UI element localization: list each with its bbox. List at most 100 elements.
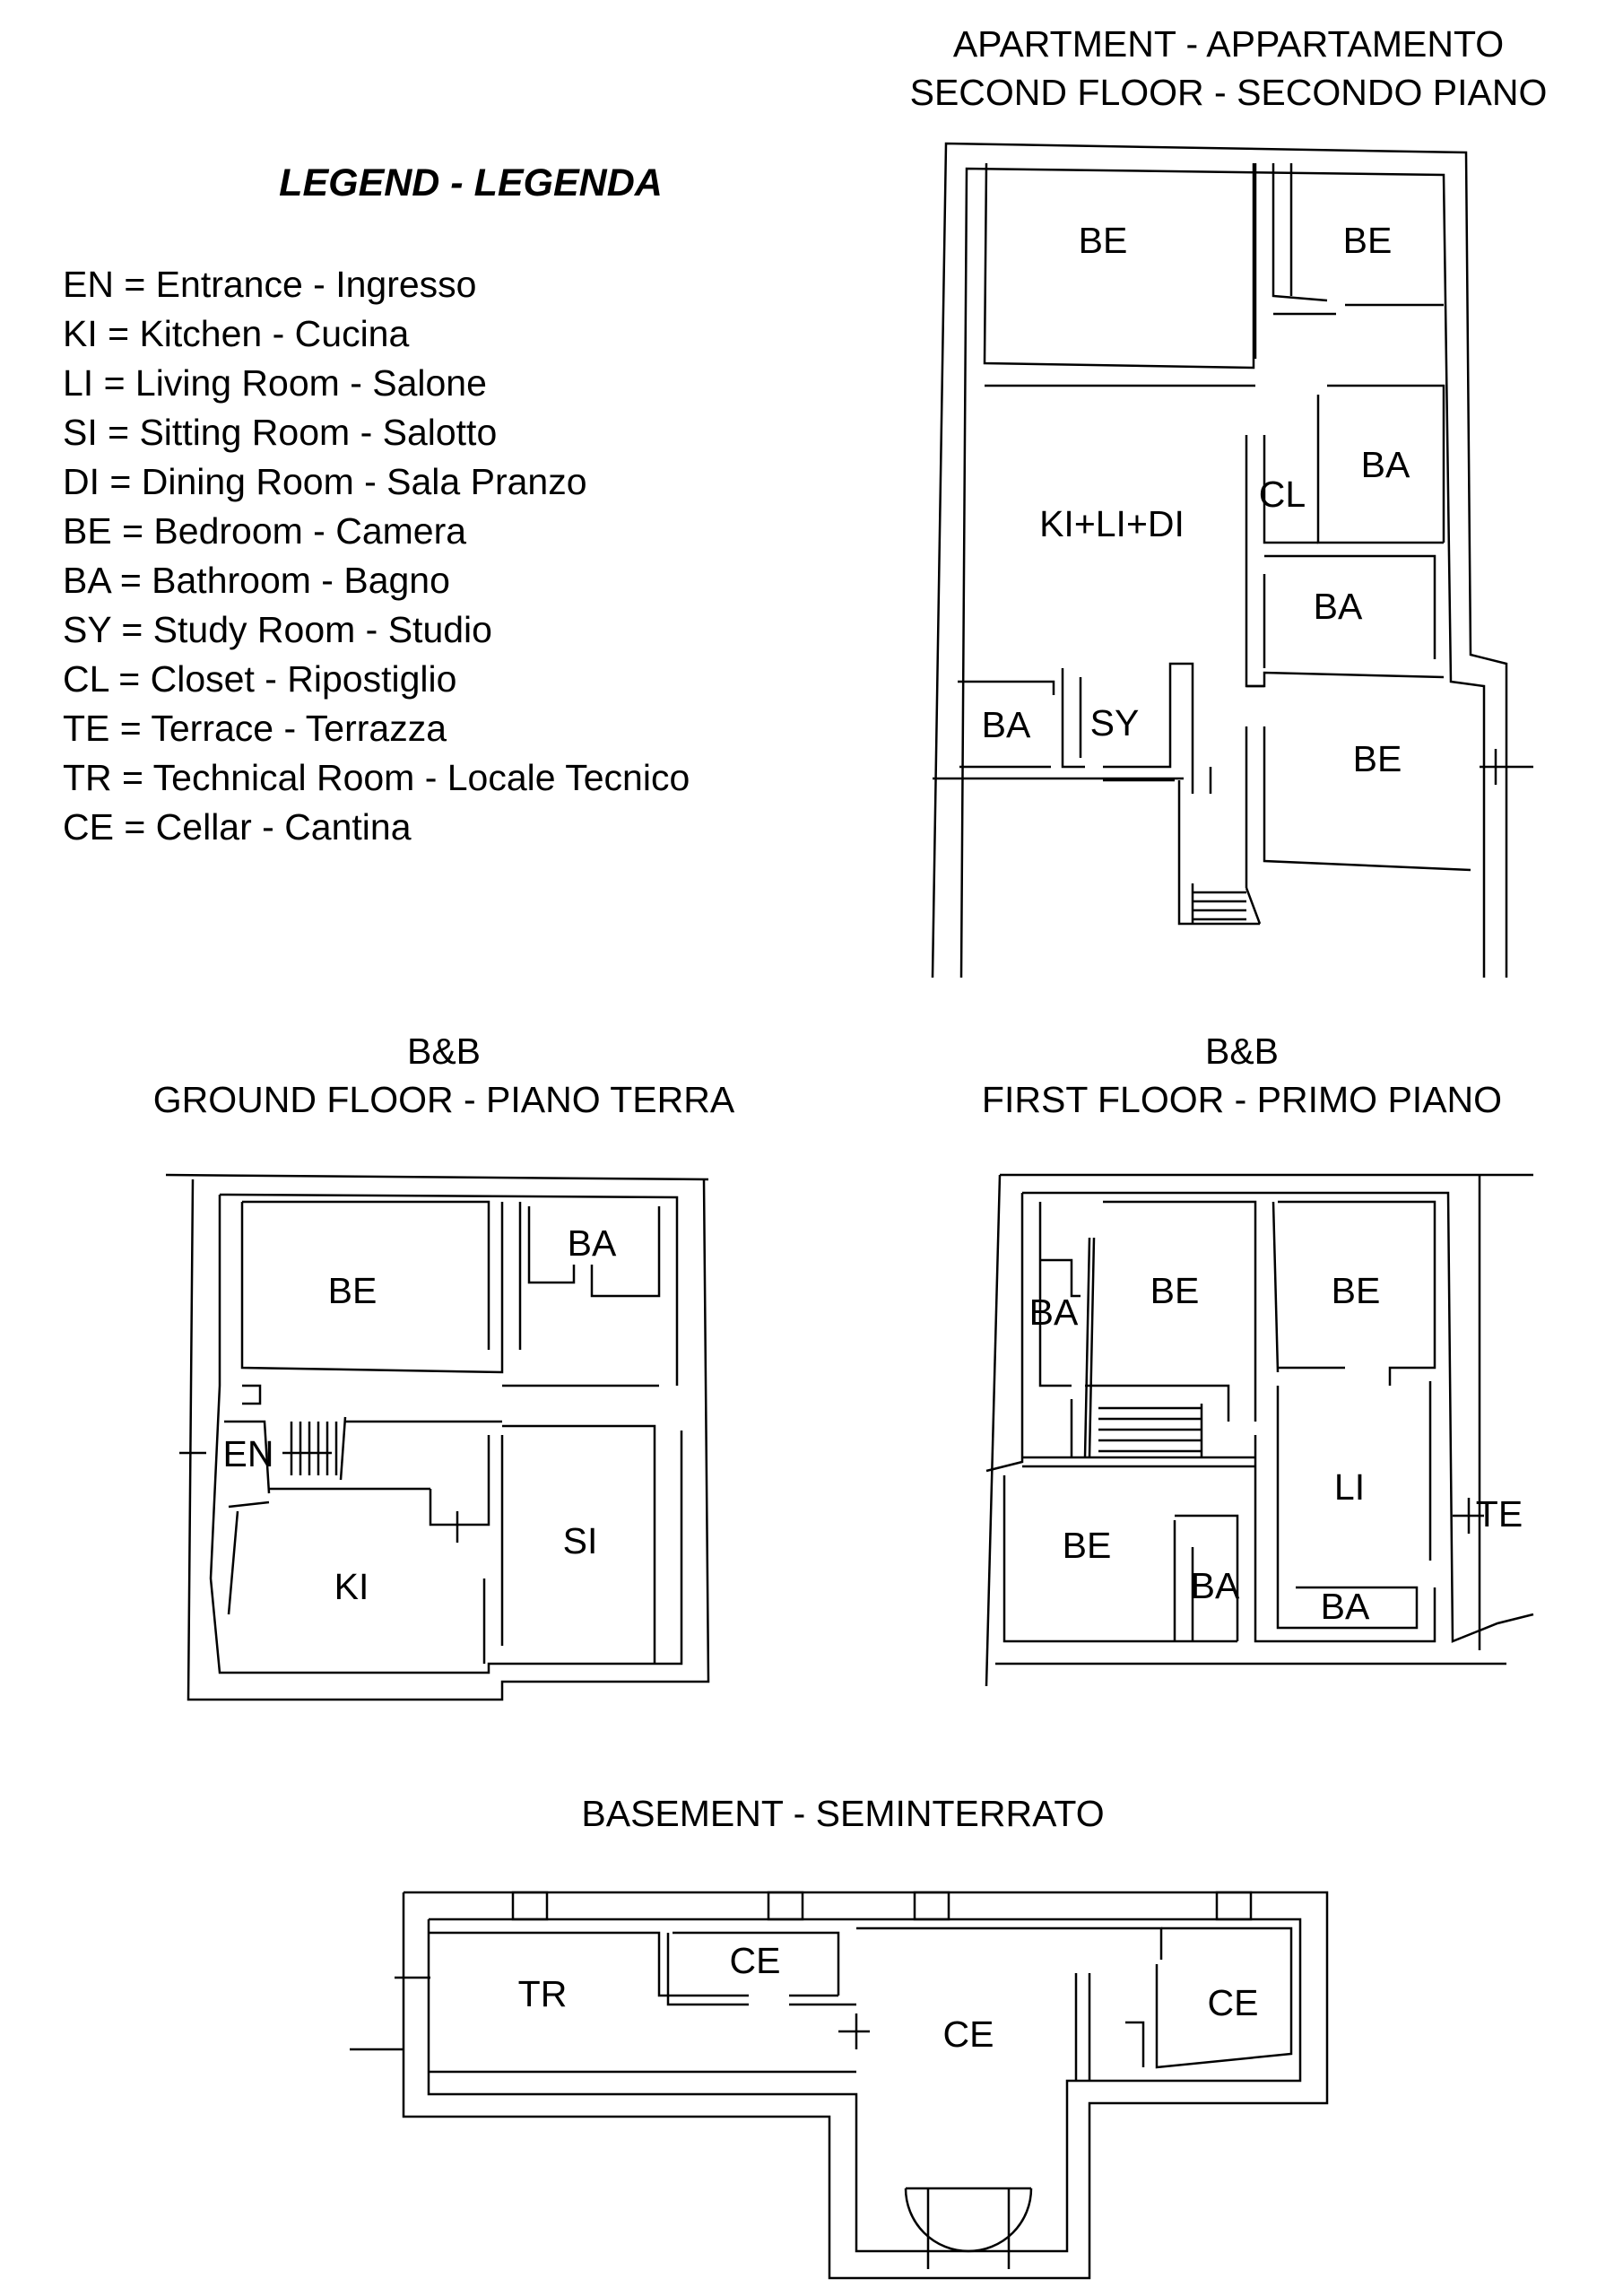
second-floor-title-line1: APARTMENT - APPARTAMENTO	[952, 23, 1505, 65]
basement-window	[1215, 1891, 1253, 1921]
second-floor-room-label: BE	[1353, 738, 1402, 779]
ground-floor-wall	[242, 1200, 490, 1350]
basement-room-label: CE	[730, 1940, 781, 1981]
ground-floor-plan: BE BA EN SI KI	[165, 1173, 710, 1701]
ground-floor-title-line2: GROUND FLOOR - PIANO TERRA	[152, 1079, 735, 1120]
ground-floor-wall	[502, 1424, 656, 1664]
first-floor-plan: BA BE BE LI TE BE BA BA	[985, 1173, 1534, 1687]
first-floor-wall	[1103, 1200, 1257, 1422]
first-floor-wall	[1276, 1386, 1419, 1630]
ground-floor-outer-wall	[187, 1178, 710, 1701]
basement-room-label: CE	[943, 2013, 994, 2055]
legend-item: CL = Closet - Ripostiglio	[63, 658, 457, 700]
second-floor-wall	[1327, 384, 1445, 543]
first-floor-room-label: LI	[1334, 1466, 1365, 1508]
first-floor-wall	[1083, 1237, 1091, 1458]
basement-wall	[1125, 2021, 1145, 2067]
basement-wall	[1155, 1926, 1293, 2069]
first-floor-room-label: BA	[1029, 1292, 1079, 1333]
ground-floor-wall	[429, 1435, 490, 1526]
first-floor-wall	[1271, 1201, 1280, 1373]
first-floor-wall	[1085, 1384, 1230, 1422]
legend-item: KI = Kitchen - Cucina	[63, 313, 410, 354]
ground-floor-room-label: EN	[223, 1433, 274, 1474]
first-floor-room-label: BE	[1063, 1525, 1112, 1566]
second-floor-wall	[1263, 435, 1318, 544]
second-floor-wall	[983, 162, 1255, 370]
second-floor-room-label: BA	[1361, 444, 1410, 485]
first-floor-title-line2: FIRST FLOOR - PRIMO PIANO	[981, 1079, 1503, 1120]
ground-floor-wall	[240, 1202, 504, 1374]
first-floor-wall	[1278, 1200, 1436, 1386]
ground-floor-wall	[227, 1510, 239, 1615]
legend-item: DI = Dining Room - Sala Pranzo	[63, 461, 587, 502]
second-floor-room-label: BA	[1314, 586, 1363, 627]
legend-list: EN = Entrance - Ingresso KI = Kitchen - …	[63, 260, 690, 852]
second-floor-wall	[1245, 543, 1264, 688]
legend-title: LEGEND - LEGENDA	[279, 161, 663, 204]
basement-wall	[429, 1931, 749, 1997]
basement-window	[511, 1891, 549, 1921]
second-floor-title: APARTMENT - APPARTAMENTO SECOND FLOOR - …	[861, 20, 1596, 117]
first-floor-wall	[1040, 1258, 1081, 1298]
legend-item: BA = Bathroom - Bagno	[63, 560, 450, 601]
second-floor-room-label: CL	[1259, 474, 1306, 515]
second-floor-wall	[1061, 668, 1085, 769]
basement-room-label: CE	[1208, 1982, 1259, 2023]
second-floor-wall	[958, 680, 1055, 695]
basement-window	[913, 1891, 950, 1921]
first-floor-wall	[1254, 1435, 1436, 1643]
basement-window	[767, 1891, 804, 1921]
second-floor-outer-wall	[931, 142, 1508, 978]
ground-floor-ground-line	[165, 1173, 709, 1181]
legend-item: EN = Entrance - Ingresso	[63, 264, 477, 305]
second-floor-room-label: BE	[1079, 220, 1128, 261]
second-floor-title-line2: SECOND FLOOR - SECONDO PIANO	[909, 72, 1548, 113]
second-floor-wall	[1245, 887, 1262, 925]
second-floor-wall	[1246, 671, 1445, 688]
second-floor-plan: BE BE BA CL KI+LI+DI BA BA SY BE	[931, 142, 1533, 978]
second-floor-outer-wall	[959, 167, 1486, 978]
second-floor-room-label: SY	[1090, 702, 1140, 744]
second-floor-wall	[1264, 554, 1436, 659]
first-floor-room-label: BA	[1191, 1565, 1240, 1606]
first-floor-wall	[1002, 1475, 1237, 1643]
basement-room-label: TR	[518, 1973, 568, 2014]
ground-floor-title: B&B GROUND FLOOR - PIANO TERRA	[90, 1027, 798, 1124]
second-floor-stairs	[1177, 780, 1260, 926]
ground-floor-wall	[590, 1206, 661, 1298]
first-floor-room-label: TE	[1476, 1493, 1523, 1535]
second-floor-room-label: BA	[982, 704, 1031, 745]
second-floor-wall	[1263, 726, 1471, 872]
legend-item: BE = Bedroom - Camera	[63, 510, 467, 552]
second-floor-wall	[1103, 662, 1194, 794]
first-floor-room-label: BE	[1332, 1270, 1381, 1311]
basement-outer-wall	[402, 1891, 1329, 2280]
basement-outer-wall	[427, 1918, 1302, 2253]
ground-floor-wall	[527, 1206, 576, 1284]
first-floor-wall	[1175, 1514, 1239, 1641]
ground-floor-outer-wall	[219, 1193, 679, 1386]
first-floor-wall	[1088, 1237, 1096, 1458]
ground-floor-room-label: SI	[563, 1520, 598, 1561]
first-floor-outer-wall	[985, 1193, 1024, 1473]
ground-floor-room-label: BA	[568, 1222, 617, 1264]
first-floor-title: B&B FIRST FLOOR - PRIMO PIANO	[933, 1027, 1551, 1124]
ground-floor-room-label: KI	[334, 1566, 369, 1607]
ground-floor-wall	[242, 1384, 262, 1405]
ground-floor-wall	[228, 1500, 270, 1509]
legend-item: CE = Cellar - Cantina	[63, 806, 412, 848]
ground-floor-room-label: BE	[328, 1270, 378, 1311]
basement-wall	[856, 1926, 1163, 1960]
legend-item: SY = Study Room - Studio	[63, 609, 492, 650]
ground-floor-wall	[224, 1420, 271, 1494]
legend-item: TR = Technical Room - Locale Tecnico	[63, 757, 690, 798]
first-floor-title-line1: B&B	[1204, 1031, 1280, 1072]
basement-wall	[666, 1933, 749, 2006]
second-floor-room-label: BE	[1343, 220, 1393, 261]
legend-item: SI = Sitting Room - Salotto	[63, 412, 498, 453]
basement-title: BASEMENT - SEMINTERRATO	[581, 1793, 1105, 1834]
second-floor-room-label: KI+LI+DI	[1039, 503, 1185, 544]
legend-item: LI = Living Room - Salone	[63, 362, 487, 404]
